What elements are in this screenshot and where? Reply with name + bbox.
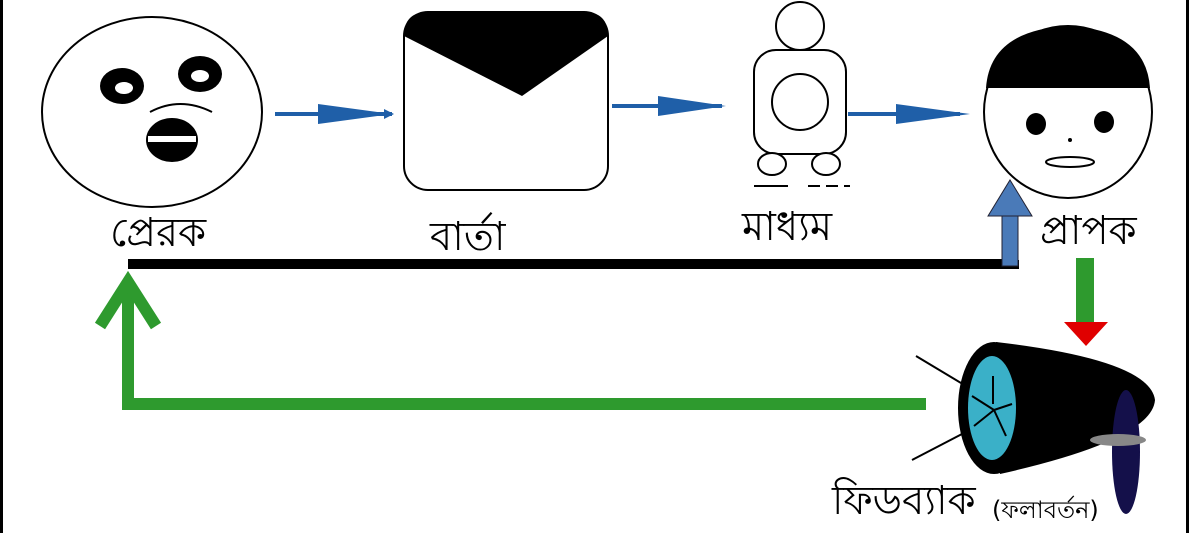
channel-figure-icon: [753, 1, 850, 187]
arrow-message-to-channel: [658, 96, 726, 116]
receiver-face-icon: [983, 25, 1153, 199]
envelope-icon: [403, 11, 609, 191]
label-message: বার্তা: [429, 212, 507, 260]
down-arrow-to-feedback: [1064, 258, 1108, 346]
return-line: [128, 259, 1019, 269]
label-receiver: প্রাপক: [1040, 208, 1138, 254]
up-arrow-to-receiver: [987, 179, 1033, 267]
feedback-device-icon: [911, 342, 1155, 514]
label-channel: মাধ্যম: [741, 204, 833, 250]
feedback-arrow-to-sender: [94, 270, 926, 410]
label-feedback-alt: (ফলাবর্তন): [992, 495, 1099, 524]
label-feedback: ফিডব্যাক: [831, 477, 977, 524]
sender-face-icon: [41, 16, 263, 208]
label-sender: প্রেরক: [110, 210, 207, 256]
arrow-channel-to-receiver: [896, 104, 970, 124]
